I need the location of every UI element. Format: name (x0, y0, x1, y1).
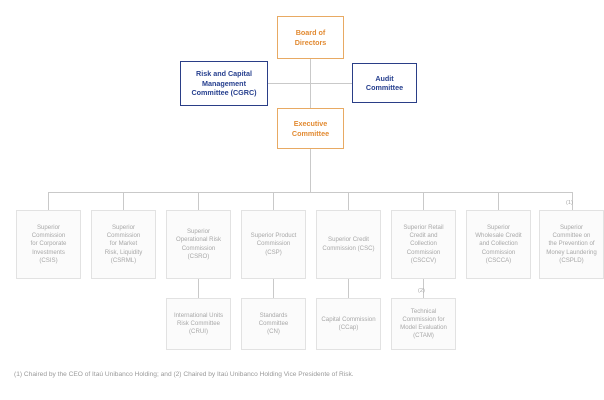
node-crui[interactable]: International Units Risk Committee (CRUI… (166, 298, 231, 350)
connector-drop-csc (348, 192, 349, 210)
node-ctam[interactable]: Technical Commission for Model Evaluatio… (391, 298, 456, 350)
node-csccv[interactable]: Superior Retail Credit and Collection Co… (391, 210, 456, 279)
node-executive-committee-label: Executive Committee (291, 119, 330, 138)
node-cn-label: Standards Committee (CN) (258, 311, 289, 336)
footnote-marker-1: (1) (566, 200, 573, 206)
node-ccap-label: Capital Commission (CCap) (321, 315, 376, 331)
connector-executive-to-bus (310, 149, 311, 192)
node-audit-committee-label: Audit Committee (365, 73, 404, 93)
node-executive-committee[interactable]: Executive Committee (277, 108, 344, 149)
connector-crossbar-to-executive (310, 83, 311, 108)
connector-drop-csro (198, 192, 199, 210)
node-csro[interactable]: Superior Operational Risk Commission (CS… (166, 210, 231, 279)
node-csrml-label: Superior Commission for Market Risk, Liq… (104, 224, 143, 264)
node-csp-label: Superior Product Commission (CSP) (250, 232, 297, 256)
connector-level3-bus (48, 192, 572, 193)
node-ccap[interactable]: Capital Commission (CCap) (316, 298, 381, 350)
node-csccv-label: Superior Retail Credit and Collection Co… (403, 224, 444, 264)
node-cspld-label: Superior Committee on the Prevention of … (546, 224, 597, 264)
node-csc-label: Superior Credit Commission (CSC) (322, 236, 375, 252)
connector-csro-to-crui (198, 279, 199, 298)
connector-drop-csrml (123, 192, 124, 210)
node-csrml[interactable]: Superior Commission for Market Risk, Liq… (91, 210, 156, 279)
connector-drop-cscca (498, 192, 499, 210)
node-cscca-label: Superior Wholesale Credit and Collection… (475, 224, 522, 264)
node-board-of-directors[interactable]: Board of Directors (277, 16, 344, 59)
connector-csccv-to-ctam (423, 279, 424, 298)
node-cspld[interactable]: Superior Committee on the Prevention of … (539, 210, 604, 279)
node-cn[interactable]: Standards Committee (CN) (241, 298, 306, 350)
footnote-marker-2: (2) (418, 288, 425, 294)
node-crui-label: International Units Risk Committee (CRUI… (173, 311, 224, 336)
node-audit-committee[interactable]: Audit Committee (352, 63, 417, 103)
connector-drop-csccv (423, 192, 424, 210)
node-ctam-label: Technical Commission for Model Evaluatio… (400, 307, 447, 340)
connector-drop-csis (48, 192, 49, 210)
connector-board-to-crossbar (310, 59, 311, 83)
node-csro-label: Superior Operational Risk Commission (CS… (175, 228, 222, 260)
node-cscca[interactable]: Superior Wholesale Credit and Collection… (466, 210, 531, 279)
node-csp[interactable]: Superior Product Commission (CSP) (241, 210, 306, 279)
node-risk-capital-management-committee[interactable]: Risk and Capital Management Committee (C… (180, 61, 268, 106)
node-risk-capital-management-committee-label: Risk and Capital Management Committee (C… (191, 69, 257, 98)
node-board-of-directors-label: Board of Directors (294, 28, 327, 47)
node-csc[interactable]: Superior Credit Commission (CSC) (316, 210, 381, 279)
connector-drop-cspld (572, 192, 573, 210)
node-csis[interactable]: Superior Commission for Corporate Invest… (16, 210, 81, 279)
connector-csp-to-cn (273, 279, 274, 298)
connector-csc-to-ccap (348, 279, 349, 298)
connector-drop-csp (273, 192, 274, 210)
diagram-footnote: (1) Chaired by the CEO of Itaú Unibanco … (14, 371, 354, 378)
node-csis-label: Superior Commission for Corporate Invest… (30, 224, 67, 264)
